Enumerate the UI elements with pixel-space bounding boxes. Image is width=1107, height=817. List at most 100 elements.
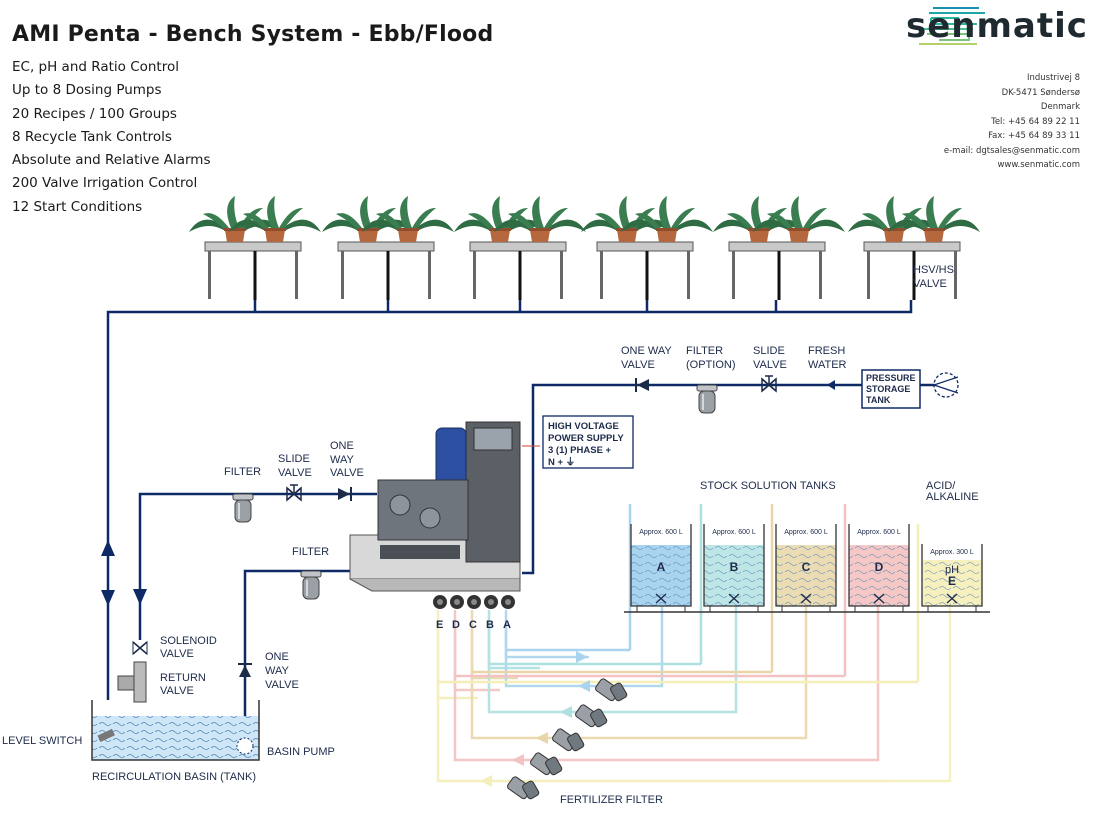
pressure-tank-label: TANK xyxy=(866,395,891,405)
tank-outline xyxy=(630,524,692,607)
pressure-tank-label: STORAGE xyxy=(866,384,910,394)
tank-capacity: Approx. 300 L xyxy=(930,549,974,556)
page-title: AMI Penta - Bench System - Ebb/Flood xyxy=(12,22,494,47)
pump-label: E xyxy=(436,619,443,631)
tank-letter: D xyxy=(875,560,884,574)
tank-capacity: Approx. 600 L xyxy=(784,529,828,536)
pump-label: D xyxy=(452,619,460,631)
slide-valve-label: VALVE xyxy=(753,359,787,371)
solenoid-valve-icon xyxy=(132,640,148,656)
feature-item: 8 Recycle Tank Controls xyxy=(12,128,172,145)
feature-item: 200 Valve Irrigation Control xyxy=(12,175,198,192)
high-voltage-label: HIGH VOLTAGE xyxy=(548,421,619,432)
contact-line: www.senmatic.com xyxy=(997,160,1080,170)
plant-bench xyxy=(713,196,845,300)
tank-capacity: Approx. 600 L xyxy=(857,529,901,536)
filter-icon xyxy=(300,570,322,600)
fertilizer-filter-icon xyxy=(573,703,609,729)
level-switch-icon xyxy=(97,728,115,743)
ami-penta-unit-icon xyxy=(349,421,521,592)
one-way-valve-icon xyxy=(337,486,352,502)
one-way-valve-label: VALVE xyxy=(330,467,364,479)
fertilizer-filter-icon xyxy=(550,727,586,753)
tank-valve-icon xyxy=(800,593,812,604)
contact-line: e-mail: dgtsales@senmatic.com xyxy=(943,145,1080,156)
feature-item: 12 Start Conditions xyxy=(12,198,143,215)
one-way-valve-label: WAY xyxy=(330,454,354,466)
pressure-storage-tank xyxy=(861,369,921,409)
hsv-label: VALVE xyxy=(913,278,947,290)
tank-capacity: Approx. 600 L xyxy=(712,529,756,536)
tank-ph-label: pH xyxy=(945,564,959,576)
tank-outline xyxy=(703,524,765,607)
plant-bench xyxy=(581,196,713,300)
one-way-valve-label: VALVE xyxy=(621,359,655,371)
solenoid-valve-label: SOLENOID xyxy=(160,635,217,647)
fertilizer-filter-label: FERTILIZER FILTER xyxy=(560,794,663,806)
tank-letter: E xyxy=(948,574,956,588)
feature-item: Absolute and Relative Alarms xyxy=(12,152,211,169)
one-way-valve-label: VALVE xyxy=(265,679,299,691)
filter-label: FILTER xyxy=(686,345,723,357)
contact-info: Industrivej 8 DK-5471 Søndersø Denmark T… xyxy=(944,71,1080,173)
tank-valve-icon xyxy=(655,593,667,604)
return-valve-label: RETURN xyxy=(160,672,206,684)
high-voltage-label: 3 (1) PHASE + xyxy=(548,445,612,456)
pump-label: B xyxy=(486,619,494,631)
filter-label: FILTER xyxy=(224,466,261,478)
one-way-valve-icon xyxy=(237,663,253,678)
basin-pump-label: BASIN PUMP xyxy=(267,746,335,758)
tank-outline xyxy=(775,524,837,607)
contact-line: Denmark xyxy=(1040,102,1080,112)
pump-label: C xyxy=(469,619,477,631)
basin-label: RECIRCULATION BASIN (TANK) xyxy=(92,771,256,783)
tank-letter: B xyxy=(730,560,739,574)
filter-icon xyxy=(696,384,718,414)
slide-valve-icon xyxy=(761,375,777,392)
high-voltage-label: N + ⏚ xyxy=(548,457,575,468)
brand-name: senmatic xyxy=(906,6,1088,46)
filter-icon xyxy=(232,493,254,523)
filter-label: (OPTION) xyxy=(686,359,736,371)
one-way-valve-icon xyxy=(635,377,650,393)
tank-valve-icon xyxy=(946,593,958,604)
basin-pump-icon xyxy=(236,737,254,755)
pump-label: A xyxy=(503,619,511,631)
pressure-tank-label: PRESSURE xyxy=(866,373,916,383)
tank-letter: C xyxy=(802,560,811,574)
slide-valve-icon xyxy=(286,484,302,501)
contact-line: Fax: +45 64 89 33 11 xyxy=(988,131,1080,141)
tank-outline xyxy=(921,544,983,607)
feature-list: EC, pH and Ratio Control Up to 8 Dosing … xyxy=(12,56,210,219)
tank-outline xyxy=(848,524,910,607)
one-way-valve-label: ONE xyxy=(330,440,354,452)
contact-line: Industrivej 8 xyxy=(1026,73,1080,83)
feature-item: EC, pH and Ratio Control xyxy=(12,59,179,75)
slide-valve-label: SLIDE xyxy=(753,345,785,357)
one-way-valve-label: ONE WAY xyxy=(621,345,672,357)
high-voltage-label: POWER SUPPLY xyxy=(548,433,624,444)
level-switch-label: LEVEL SWITCH xyxy=(2,735,82,747)
pump-icon xyxy=(933,372,959,398)
contact-line: DK-5471 Søndersø xyxy=(1001,87,1080,98)
fertilizer-filter-icon xyxy=(505,775,541,801)
one-way-valve-label: WAY xyxy=(265,665,289,677)
acid-alkaline-label: ACID/ xyxy=(926,480,956,492)
acid-alkaline-label: ALKALINE xyxy=(926,491,979,503)
plant-bench xyxy=(454,196,586,300)
hsv-label: HSV/HS xyxy=(913,264,954,276)
high-voltage-box xyxy=(542,415,634,469)
fresh-water-label: WATER xyxy=(808,359,847,371)
contact-line: Tel: +45 64 89 22 11 xyxy=(991,116,1080,127)
dosing-pumps xyxy=(433,595,515,609)
solenoid-valve-label: VALVE xyxy=(160,648,194,660)
feature-item: 20 Recipes / 100 Groups xyxy=(12,105,177,122)
tank-valve-icon xyxy=(728,593,740,604)
return-valve-icon xyxy=(117,675,135,691)
return-valve-label: VALVE xyxy=(160,685,194,697)
fertilizer-filter-icon xyxy=(528,751,564,777)
slide-valve-label: SLIDE xyxy=(278,453,310,465)
fresh-water-label: FRESH xyxy=(808,345,845,357)
